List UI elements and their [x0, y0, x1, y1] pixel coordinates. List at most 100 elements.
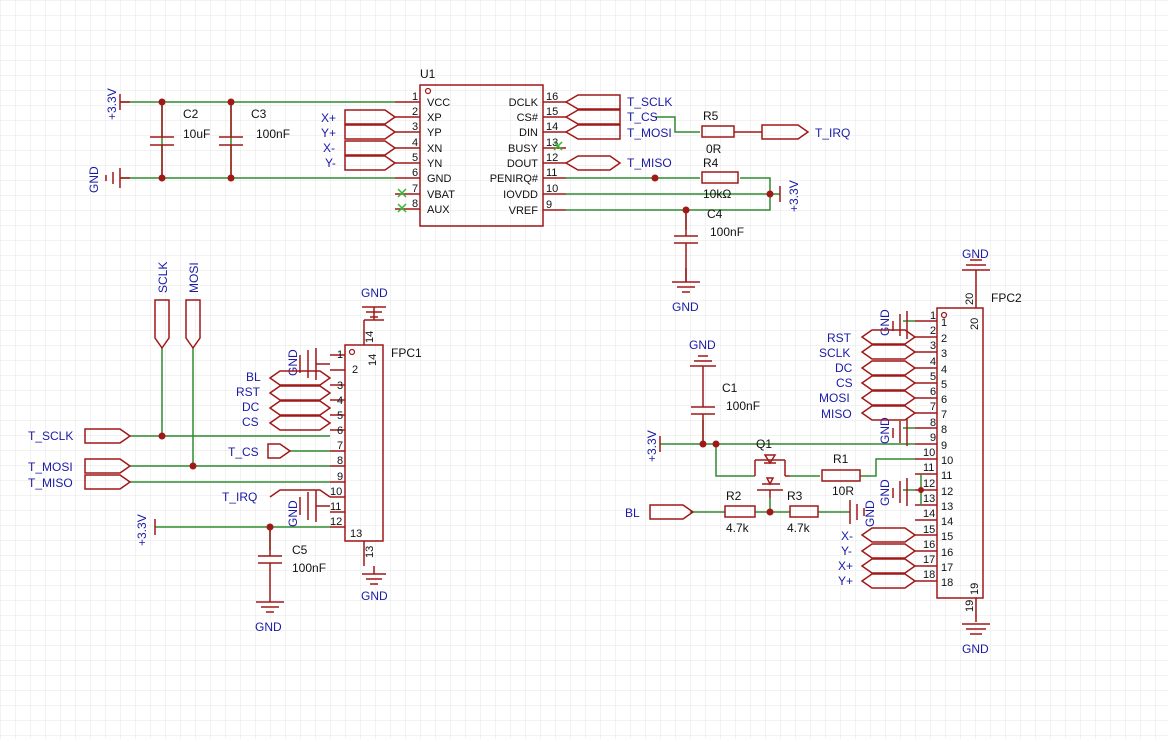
u1-pin13-num: 13	[546, 137, 558, 149]
u1-pin9-name: VREF	[509, 205, 539, 217]
u1-left-pins: 1 2 3 4 5 6 7 8 VCC XP YP XN YN GND VBAT…	[395, 91, 455, 216]
net-label-cs-fpc1: CS	[242, 415, 259, 429]
u1-pin6-name: GND	[427, 173, 452, 185]
u1-pin14-num: 14	[546, 121, 558, 133]
fpc2-pin15: 15	[923, 524, 935, 536]
u1-pin7-name: VBAT	[427, 189, 455, 201]
fpc2-col-8: 8	[941, 424, 947, 436]
net-label-rst-fpc2: RST	[827, 331, 852, 345]
no-connect-marks	[397, 141, 563, 213]
fpc1-pin13-inner: 13	[350, 528, 362, 540]
fpc2-col-4: 4	[941, 364, 947, 376]
fpc2-pin2: 2	[930, 325, 936, 337]
net-label-t-miso-u1: T_MISO	[627, 156, 672, 170]
resistor-r5[interactable]	[701, 125, 762, 138]
mosfet-q1[interactable]	[754, 454, 790, 498]
net-label-t-mosi-u1: T_MOSI	[627, 126, 672, 140]
power-3v3-label-fpc1: +3.3V	[135, 514, 149, 546]
net-label-y-plus: Y+	[321, 126, 336, 140]
fpc2-col-14: 14	[941, 516, 953, 528]
fpc1-pin11: 11	[330, 501, 341, 513]
capacitor-c1[interactable]	[691, 366, 715, 444]
fpc1-pin8: 8	[337, 455, 343, 467]
gnd-label-fpc1-top: GND	[361, 286, 388, 300]
fpc2-pin13: 13	[923, 493, 935, 505]
u1-pin15-name: CS#	[517, 112, 539, 124]
fpc2-col-10: 10	[941, 455, 953, 467]
capacitor-c2[interactable]	[150, 102, 174, 178]
power-3v3-label-u1: +3.3V	[105, 88, 119, 120]
fpc2-pin3: 3	[930, 340, 936, 352]
u1-pin10-name: IOVDD	[503, 189, 538, 201]
fpc2-junctions	[918, 487, 924, 493]
fpc2-col-6: 6	[941, 394, 947, 406]
fpc2-pin18: 18	[923, 569, 935, 581]
fpc2-col-2: 2	[941, 333, 947, 345]
gnd-label-fpc1-pin1: GND	[286, 349, 300, 376]
r2-ref: R2	[726, 489, 742, 503]
r4-ref: R4	[703, 156, 719, 170]
r5-value: 0R	[706, 142, 722, 156]
c4-ref: C4	[707, 207, 723, 221]
capacitor-c3[interactable]	[219, 102, 243, 178]
fpc2-pin14: 14	[923, 508, 935, 520]
u1-pin14-name: DIN	[519, 127, 538, 139]
fpc2-pin4: 4	[930, 356, 936, 368]
u1-pin1-num: 1	[412, 91, 418, 103]
connector-fpc1[interactable]: 1 2 3 4 5 6 7 8 9 10 11 12 13 14 14 13 F…	[330, 320, 422, 566]
gnd-label-u1: GND	[87, 166, 101, 193]
c4-value: 100nF	[710, 225, 744, 239]
gnd-label-c4: GND	[672, 300, 699, 314]
net-label-dc-fpc2: DC	[835, 361, 853, 375]
net-label-rst-fpc1: RST	[236, 385, 261, 399]
r3-ref: R3	[787, 489, 803, 503]
fpc2-pin8: 8	[930, 417, 936, 429]
c1-value: 100nF	[726, 399, 760, 413]
fpc2-col-3: 3	[941, 348, 947, 360]
gnd-label-fpc2-pin12: GND	[878, 479, 892, 506]
u1-pin5-name: YN	[427, 158, 442, 170]
net-label-miso-fpc2: MISO	[821, 407, 852, 421]
resistor-r1[interactable]	[821, 469, 861, 482]
fpc2-col-1: 1	[941, 317, 947, 329]
gnd-label-fpc2-top: GND	[962, 247, 989, 261]
fpc2-col-17: 17	[941, 562, 953, 574]
resistor-r3[interactable]	[789, 505, 819, 518]
capacitor-c5[interactable]	[258, 527, 282, 602]
resistor-r4[interactable]	[701, 171, 739, 184]
c1-ref: C1	[722, 381, 738, 395]
net-label-y-plus-fpc2: Y+	[838, 574, 853, 588]
net-label-sclk-vertical: SCLK	[156, 262, 170, 293]
u1-pin3-name: YP	[427, 127, 442, 139]
power-3v3-label-iovdd: +3.3V	[787, 180, 801, 212]
u1-pin6-num: 6	[412, 167, 418, 179]
u1-pin8-name: AUX	[427, 204, 450, 216]
net-flags	[84, 94, 917, 589]
fpc2-pin12: 12	[923, 478, 935, 490]
gnd-label-r3: GND	[863, 500, 877, 527]
c3-value: 100nF	[256, 127, 290, 141]
net-label-t-irq-fpc1: T_IRQ	[222, 490, 257, 504]
fpc2-pin16: 16	[923, 539, 935, 551]
u1-pin10-num: 10	[546, 183, 558, 195]
net-label-x-minus: X-	[323, 141, 335, 155]
u1-pin13-name: BUSY	[508, 143, 539, 155]
r4-value: 10kΩ	[703, 187, 731, 201]
r2-value: 4.7k	[726, 521, 750, 535]
fpc1-pin9: 9	[337, 471, 343, 483]
fpc2-col-5: 5	[941, 379, 947, 391]
c5-ref: C5	[292, 543, 308, 557]
fpc2-col-18: 18	[941, 577, 953, 589]
fpc2-col-15: 15	[941, 531, 953, 543]
u1-pin1-name: VCC	[427, 97, 450, 109]
u1-pin4-name: XN	[427, 143, 442, 155]
resistor-r2[interactable]	[724, 505, 756, 518]
ic-u1[interactable]: U1 1 2 3 4 5 6 7 8 VCC XP YP XN YN GND V…	[395, 67, 566, 227]
fpc2-pin1: 1	[930, 310, 936, 322]
fpc2-pin11: 11	[923, 462, 934, 474]
fpc2-pin19-outer: 19	[964, 600, 976, 612]
fpc1-pin14-outer: 14	[364, 331, 376, 343]
net-label-mosi-vertical: MOSI	[187, 262, 201, 293]
connector-fpc2[interactable]: 1 2 3 4 5 6 7 8 9 10 11 12 13 14 15 16 1…	[915, 280, 1022, 622]
